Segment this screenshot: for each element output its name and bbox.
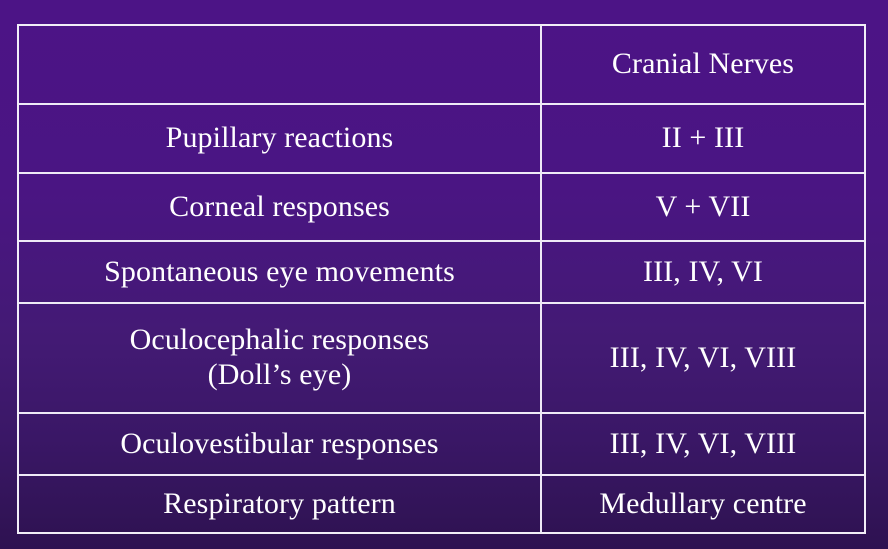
nerves-label: III, IV, VI, VIII <box>609 340 797 374</box>
sign-label: Oculovestibular responses <box>120 426 439 460</box>
cell-nerves-spontaneous-eye-movements: III, IV, VI <box>540 240 864 302</box>
sign-label: Pupillary reactions <box>165 121 394 155</box>
sign-label: Spontaneous eye movements <box>104 254 455 288</box>
cell-nerves-respiratory-pattern: Medullary centre <box>540 474 864 532</box>
cell-nerves-oculovestibular-responses: III, IV, VI, VIII <box>540 412 864 474</box>
sign-label: Oculocephalic responses (Doll’s eye) <box>129 323 430 391</box>
header-cranial-nerves-label: Cranial Nerves <box>611 47 795 81</box>
sign-label: Respiratory pattern <box>163 486 396 520</box>
cell-sign-respiratory-pattern: Respiratory pattern <box>19 474 540 532</box>
cell-nerves-pupillary-reactions: II + III <box>540 103 864 172</box>
nerves-label: Medullary centre <box>599 486 807 520</box>
table-row: Spontaneous eye movements III, IV, VI <box>19 240 864 302</box>
sign-label: Corneal responses <box>169 189 390 223</box>
cell-nerves-corneal-responses: V + VII <box>540 172 864 240</box>
cell-sign-oculovestibular-responses: Oculovestibular responses <box>19 412 540 474</box>
nerves-label: III, IV, VI, VIII <box>609 426 797 460</box>
header-blank-label <box>25 64 534 65</box>
cell-nerves-oculocephalic-responses: III, IV, VI, VIII <box>540 302 864 412</box>
nerves-label: V + VII <box>655 189 751 223</box>
table-row: Respiratory pattern Medullary centre <box>19 474 864 532</box>
cranial-nerves-table: Cranial Nerves Pupillary reactions II + … <box>17 24 866 534</box>
table-row: Corneal responses V + VII <box>19 172 864 240</box>
cell-sign-spontaneous-eye-movements: Spontaneous eye movements <box>19 240 540 302</box>
header-cell-blank <box>19 26 540 103</box>
nerves-label: III, IV, VI <box>643 254 763 288</box>
table-row: Oculovestibular responses III, IV, VI, V… <box>19 412 864 474</box>
cell-sign-pupillary-reactions: Pupillary reactions <box>19 103 540 172</box>
header-cell-cranial-nerves: Cranial Nerves <box>540 26 864 103</box>
cell-sign-corneal-responses: Corneal responses <box>19 172 540 240</box>
table-header-row: Cranial Nerves <box>19 26 864 103</box>
nerves-label: II + III <box>661 121 745 155</box>
table-row: Oculocephalic responses (Doll’s eye) III… <box>19 302 864 412</box>
table-row: Pupillary reactions II + III <box>19 103 864 172</box>
cell-sign-oculocephalic-responses: Oculocephalic responses (Doll’s eye) <box>19 302 540 412</box>
